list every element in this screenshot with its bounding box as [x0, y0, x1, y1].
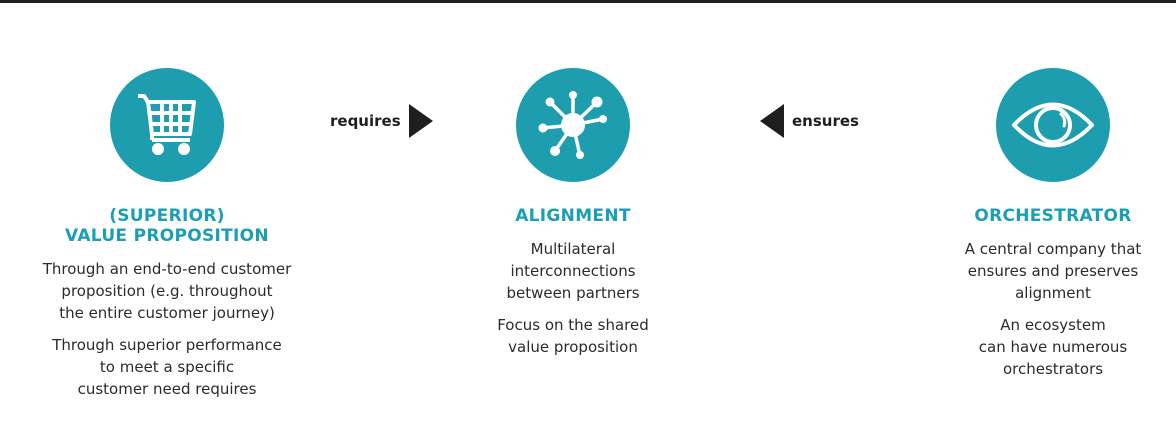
value-proposition-title: (SUPERIOR) VALUE PROPOSITION: [0, 206, 334, 246]
text-line: alignment: [1015, 284, 1091, 302]
network-icon: [516, 68, 630, 182]
orchestrator-title: ORCHESTRATOR: [930, 206, 1176, 226]
paragraph: Multilateral interconnections between pa…: [452, 238, 694, 304]
text-line: Through superior performance: [52, 336, 282, 354]
text-line: An ecosystem: [1000, 316, 1106, 334]
requires-connector: requires: [330, 104, 433, 138]
paragraph: Through superior performance to meet a s…: [0, 334, 334, 400]
text-line: proposition (e.g. throughout: [61, 282, 273, 300]
left-arrow-icon: [760, 104, 784, 138]
alignment-column: ALIGNMENT Multilateral interconnections …: [452, 68, 694, 368]
text-line: Multilateral: [530, 240, 616, 258]
value-proposition-column: (SUPERIOR) VALUE PROPOSITION Through an …: [0, 68, 334, 410]
title-line: VALUE PROPOSITION: [65, 226, 269, 246]
text-line: can have numerous: [978, 338, 1128, 356]
title-line: (SUPERIOR): [109, 206, 225, 226]
text-line: customer need requires: [77, 380, 257, 398]
orchestrator-column: ORCHESTRATOR A central company that ensu…: [930, 68, 1176, 390]
text-line: to meet a specific: [99, 358, 235, 376]
text-line: Through an end-to-end customer: [42, 260, 292, 278]
alignment-title: ALIGNMENT: [452, 206, 694, 226]
text-line: orchestrators: [1002, 360, 1104, 378]
shopping-cart-icon: [110, 68, 224, 182]
text-line: value proposition: [508, 338, 638, 356]
value-proposition-description: Through an end-to-end customer propositi…: [0, 258, 334, 400]
title-line: ORCHESTRATOR: [974, 206, 1132, 226]
title-line: ALIGNMENT: [515, 206, 631, 226]
text-line: between partners: [506, 284, 640, 302]
ensures-connector: ensures: [760, 104, 859, 138]
paragraph: Focus on the shared value proposition: [452, 314, 694, 358]
text-line: ensures and preserves: [967, 262, 1139, 280]
requires-label: requires: [330, 112, 401, 130]
right-arrow-icon: [408, 104, 433, 138]
paragraph: An ecosystem can have numerous orchestra…: [930, 314, 1176, 380]
top-divider-rule: [0, 0, 1176, 3]
text-line: Focus on the shared: [497, 316, 649, 334]
eye-icon: [996, 68, 1110, 182]
ensures-label: ensures: [792, 112, 859, 130]
text-line: A central company that: [964, 240, 1142, 258]
alignment-description: Multilateral interconnections between pa…: [452, 238, 694, 358]
paragraph: Through an end-to-end customer propositi…: [0, 258, 334, 324]
orchestrator-description: A central company that ensures and prese…: [930, 238, 1176, 380]
paragraph: A central company that ensures and prese…: [930, 238, 1176, 304]
text-line: interconnections: [510, 262, 636, 280]
text-line: the entire customer journey): [59, 304, 275, 322]
